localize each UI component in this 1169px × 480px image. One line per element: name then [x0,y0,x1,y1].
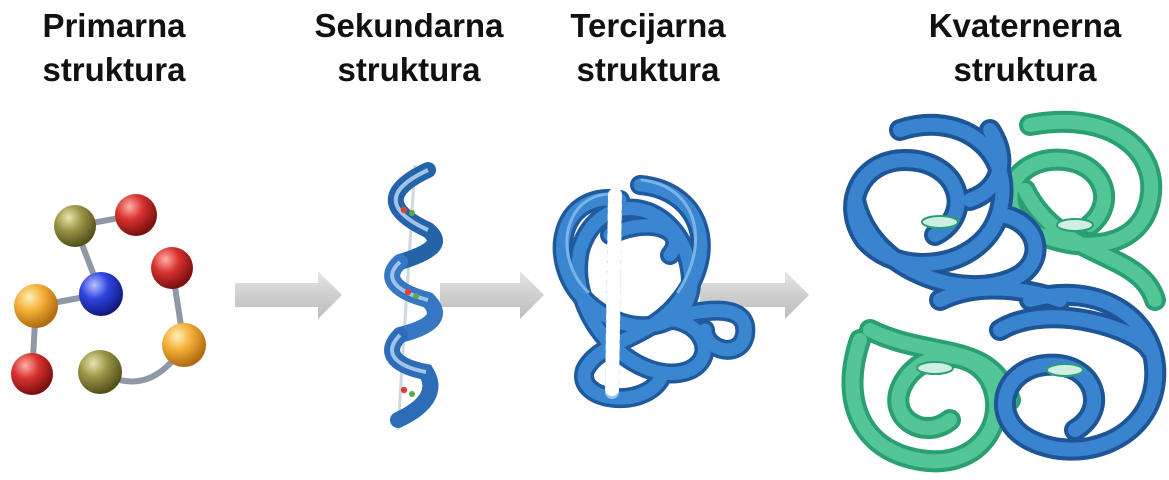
red-bead [115,194,157,236]
quaternary-protein-complex [853,122,1156,461]
red-bead [151,247,193,289]
alpha-helix-ribbon [392,165,435,430]
arrow-icon [440,271,544,319]
blue-bead [79,272,123,316]
red-bead [11,353,53,395]
primary-structure-chain [11,194,206,395]
olive-bead [54,205,96,247]
olive-bead [78,350,122,394]
arrow-icon [235,271,342,319]
yellow-bead [14,284,58,328]
yellow-bead [162,323,206,367]
